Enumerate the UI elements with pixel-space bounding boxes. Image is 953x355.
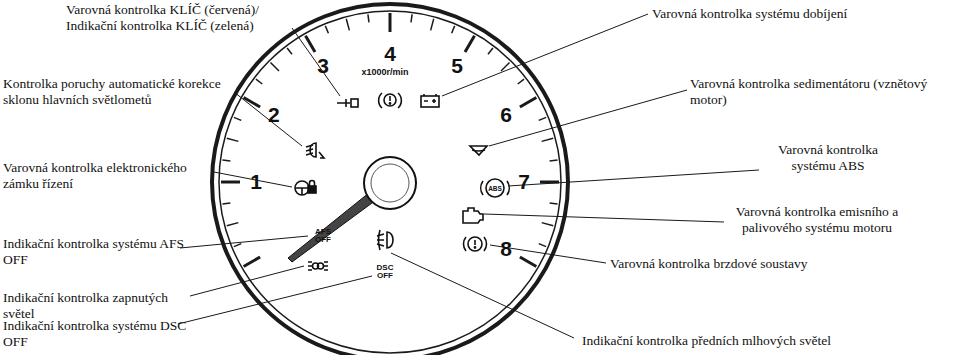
callout-label: Indikační kontrolka systému AFS OFF — [3, 236, 203, 268]
tick-mark — [452, 26, 455, 33]
tick-mark — [325, 26, 328, 33]
callout-label: Indikační kontrolka systému DSC OFF — [3, 318, 203, 350]
callout-label: Kontrolka poruchy automatické korekce sk… — [3, 76, 229, 108]
tick-mark — [221, 181, 240, 184]
symbol-text: ABS — [488, 185, 502, 192]
tick-mark — [518, 79, 524, 84]
fog-lamp-symbol — [387, 232, 393, 248]
tick-mark — [227, 138, 239, 141]
callout-label: Varovná kontrolka systému ABS — [762, 142, 894, 174]
tick-mark — [222, 203, 230, 204]
tick-mark — [550, 160, 558, 161]
tick-mark — [222, 160, 230, 161]
callout-label: Varovná kontrolka systému dobíjení — [652, 6, 950, 22]
tick-mark — [431, 19, 434, 31]
callout-label: Varovná kontrolka KLÍČ (červená)/ Indika… — [66, 2, 294, 34]
tick-mark — [488, 48, 493, 54]
brake-symbol — [468, 237, 482, 251]
callout-label: Varovná kontrolka sedimentátoru (vznětov… — [690, 76, 930, 108]
tick-mark — [227, 223, 239, 226]
tick-mark — [389, 13, 392, 32]
tick-mark — [234, 117, 241, 120]
callout-label: Varovná kontrolka elektronického zámku ř… — [3, 160, 215, 192]
callout-label: Varovná kontrolka emisního a palivového … — [728, 204, 906, 236]
dial-number: 7 — [518, 171, 530, 193]
dial-rim — [219, 11, 561, 353]
tick-marks — [221, 13, 559, 267]
leader-lines — [178, 14, 759, 338]
dial-number: 3 — [317, 55, 329, 77]
symbol-text: DSC OFF — [374, 264, 396, 280]
battery-symbol — [421, 96, 439, 107]
dial-number: 8 — [500, 238, 512, 260]
warning-symbols — [295, 93, 509, 270]
callout-label: Indikační kontrolka zapnutých světel — [3, 290, 189, 322]
tick-mark — [256, 79, 262, 84]
tick-mark — [244, 257, 260, 267]
sediment-symbol — [470, 146, 487, 155]
tick-mark — [368, 14, 369, 22]
dial-number: 1 — [250, 171, 262, 193]
tick-mark — [539, 117, 546, 120]
symbol-text: AFS OFF — [312, 228, 334, 244]
needle-hub — [364, 157, 416, 209]
key-symbol — [351, 99, 358, 107]
tick-mark — [520, 98, 536, 108]
tick-mark — [542, 223, 554, 226]
dial-number: 4 — [384, 43, 396, 65]
lights-on-symbol — [308, 262, 328, 270]
tick-mark — [550, 203, 558, 204]
key-symbol — [337, 99, 350, 107]
steering-symbol — [379, 93, 402, 108]
tick-mark — [234, 244, 241, 247]
dial-unit: x1000r/min — [361, 67, 408, 77]
steering-lock-symbol — [295, 181, 309, 195]
abs-symbol — [486, 179, 504, 197]
needle-hub-inner — [371, 164, 409, 202]
dial-number: 2 — [268, 104, 280, 126]
callout-label: Varovná kontrolka brzdové soustavy — [610, 256, 948, 272]
tick-mark — [411, 14, 412, 22]
tick-mark — [520, 257, 536, 267]
tick-mark — [539, 244, 546, 247]
tick-mark — [346, 19, 349, 31]
tick-mark — [270, 62, 278, 70]
dial-number: 6 — [500, 104, 512, 126]
tick-mark — [542, 138, 554, 141]
callout-label: Indikační kontrolka předních mlhových sv… — [582, 333, 948, 349]
tick-mark — [465, 36, 475, 52]
dial-number: 5 — [451, 55, 463, 77]
tick-mark — [287, 48, 292, 54]
engine-symbol — [463, 208, 483, 223]
